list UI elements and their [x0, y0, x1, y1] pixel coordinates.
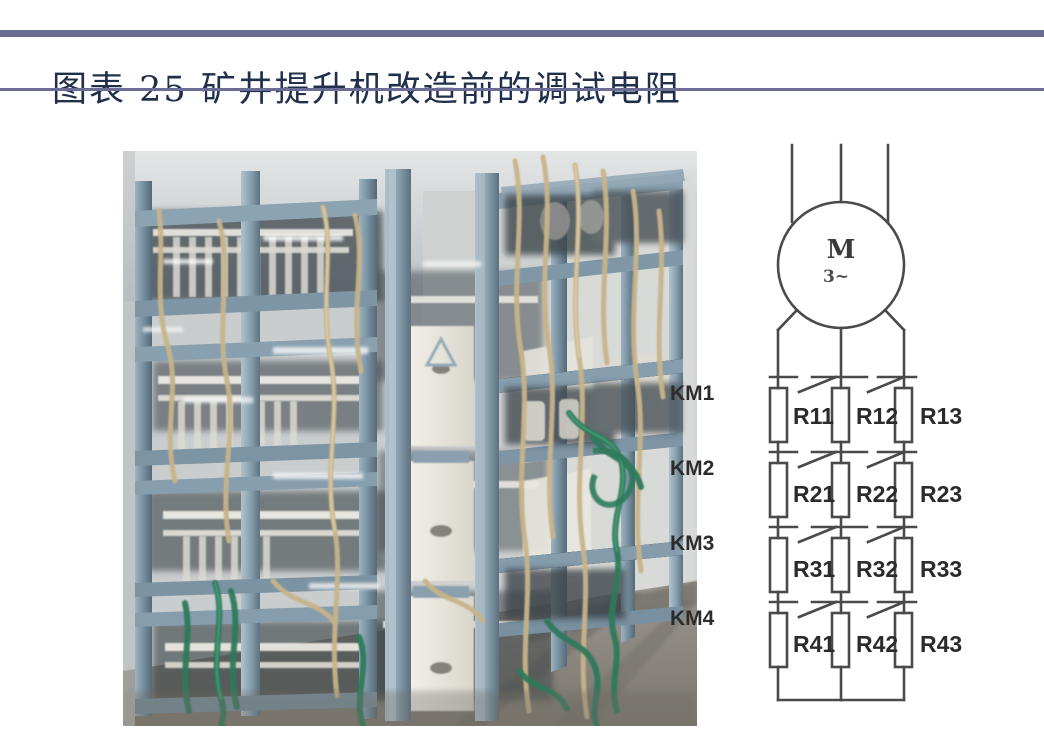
contactor-km3-blade-a — [797, 525, 838, 544]
contactor-km4-blade-a — [797, 600, 838, 619]
header-rule-top — [0, 30, 1044, 37]
rotor-resistor-circuit-diagram: M 3~ KM1 KM2 KM3 KM4 R11 R12 R13 R21 R22… — [660, 130, 1044, 720]
resistor-label-R13: R13 — [920, 403, 962, 429]
contactor-km2-blade-b — [866, 450, 906, 469]
resistor-label-R12: R12 — [856, 403, 898, 429]
resistor-label-R22: R22 — [856, 481, 898, 507]
contactor-label-km1: KM1 — [670, 382, 715, 405]
contactor-km2-blade-a — [797, 450, 838, 469]
resistor-label-R23: R23 — [920, 481, 962, 507]
resistor-R12-body — [830, 386, 851, 444]
resistor-label-R43: R43 — [920, 631, 962, 657]
resistor-label-R42: R42 — [856, 631, 898, 657]
page-title: 图表 25 矿井提升机改造前的调试电阻 — [52, 69, 682, 110]
motor-symbol-label: M — [827, 235, 856, 265]
resistor-R21-body — [768, 461, 789, 519]
resistor-label-R41: R41 — [793, 631, 835, 657]
resistor-label-R33: R33 — [920, 556, 962, 582]
contactor-label-km2: KM2 — [670, 457, 714, 480]
circuit-schematic: M 3~ KM1 KM2 KM3 KM4 R11 R12 R13 R21 R22… — [670, 143, 962, 702]
contactor-km1-blade-b — [866, 375, 906, 394]
contactor-label-km3: KM3 — [670, 532, 714, 555]
resistor-label-R32: R32 — [856, 556, 898, 582]
resistor-label-R11: R11 — [793, 403, 834, 429]
contactor-km3-blade-b — [866, 525, 906, 544]
rotor-lead-left-diag — [776, 308, 799, 332]
resistor-R31-body — [768, 536, 789, 594]
contactor-km4-blade-b — [866, 600, 906, 619]
motor-phase-label: 3~ — [823, 267, 849, 287]
contactor-km1-blade-a — [797, 375, 838, 394]
resistor-bank-photo — [123, 151, 697, 726]
contactor-label-km4: KM4 — [670, 607, 715, 630]
header-rule-bottom — [0, 88, 1044, 91]
resistor-label-R31: R31 — [793, 556, 835, 582]
resistor-R41-body — [768, 611, 789, 669]
resistor-R11-body — [768, 386, 789, 444]
resistor-label-R21: R21 — [793, 481, 835, 507]
rotor-lead-right-diag — [883, 308, 906, 332]
photo-raster — [123, 151, 697, 726]
